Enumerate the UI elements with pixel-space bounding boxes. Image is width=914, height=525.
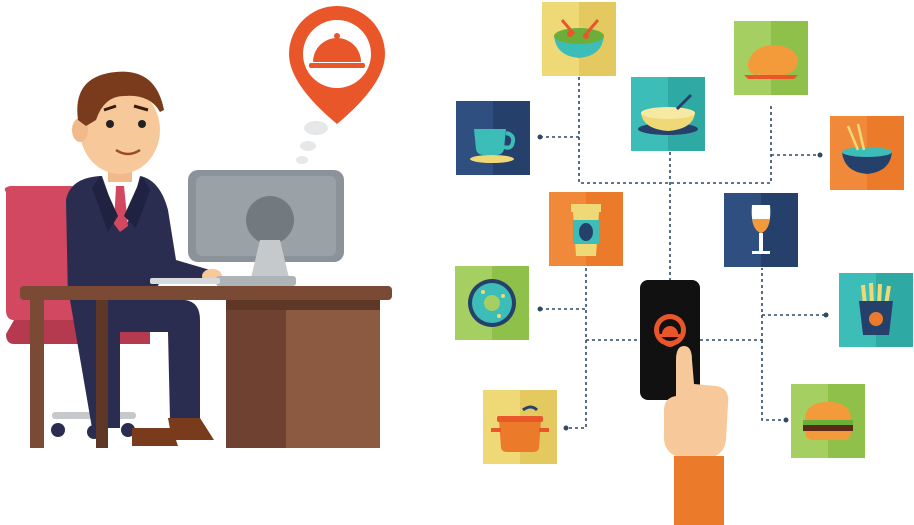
soup-bowl-icon [631, 77, 705, 151]
salad-bowl-icon [542, 2, 616, 76]
donut-icon [455, 266, 529, 340]
noodle-bowl-icon [830, 116, 904, 190]
coffee-cup-icon [456, 101, 530, 175]
french-fries-icon [839, 273, 913, 347]
roast-chicken-icon [734, 21, 808, 95]
burger-icon [791, 384, 865, 458]
cooking-pot-icon [483, 390, 557, 464]
takeaway-coffee-icon [549, 192, 623, 266]
wine-glass-icon [724, 193, 798, 267]
